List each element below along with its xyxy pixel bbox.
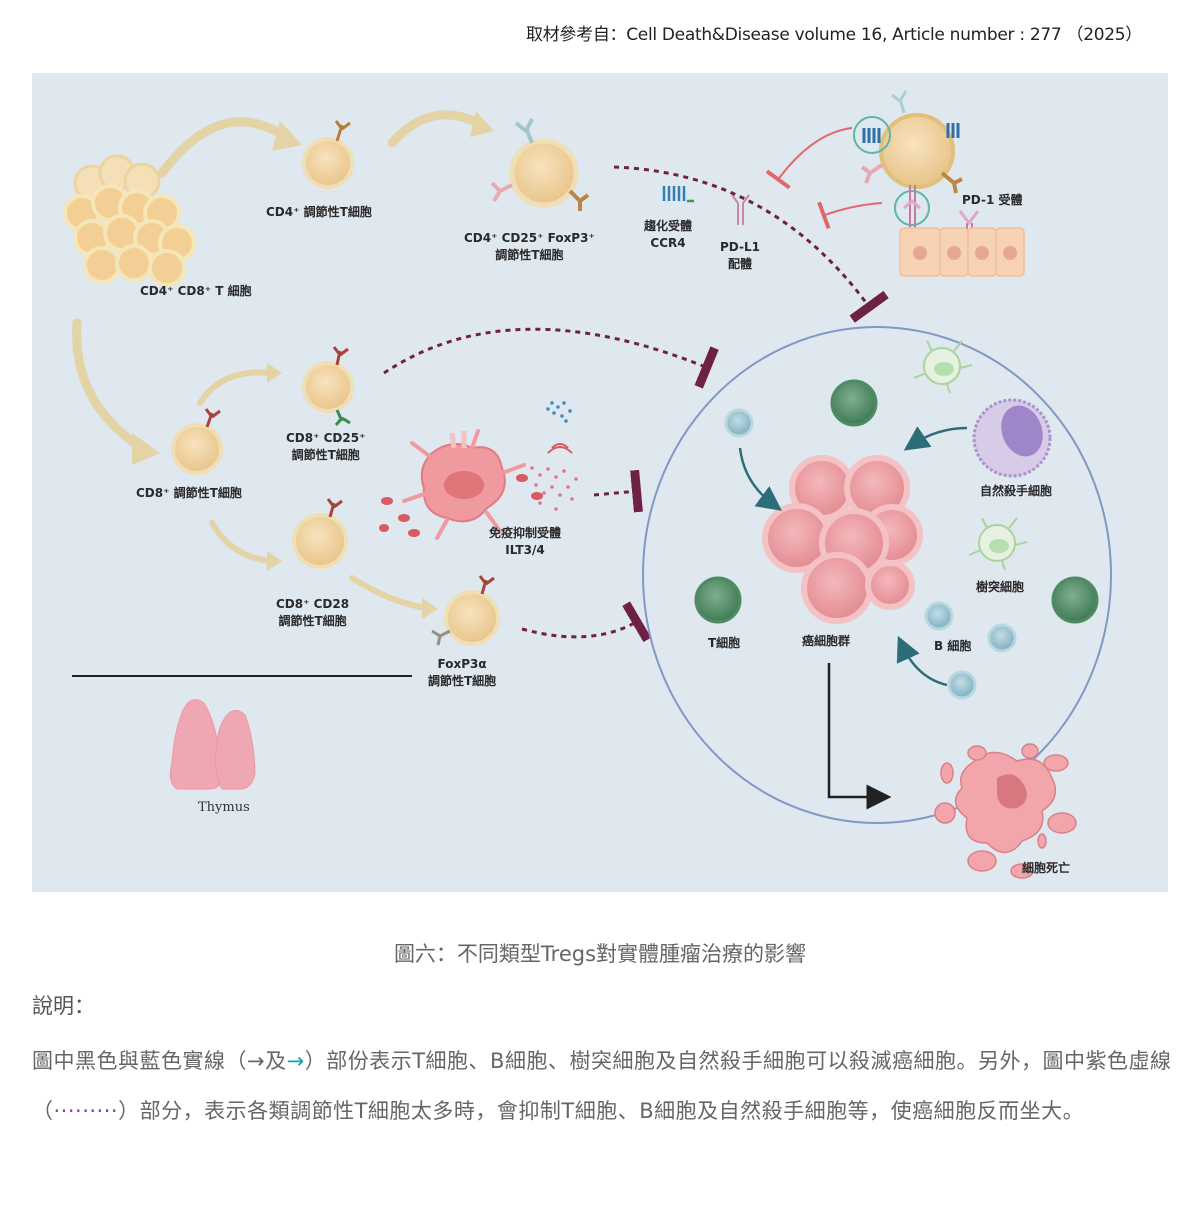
label-foxp3a: FoxP3α 調節性T細胞	[428, 656, 496, 690]
label-pdl1-line1: PD-L1	[720, 240, 760, 254]
teal-attack-arrows	[738, 426, 968, 687]
explanation-text-a: 圖中黑色與藍色實線（→及	[32, 1049, 287, 1073]
label-cd8-cd25: CD8⁺ CD25⁺ 調節性T細胞	[286, 430, 365, 464]
label-t-cell: T細胞	[708, 636, 741, 650]
label-cd8-cd28-line2: 調節性T細胞	[278, 614, 347, 628]
label-cd8-cd25-line1: CD8⁺ CD25⁺	[286, 431, 366, 445]
dashed-inhibition-lines	[383, 165, 889, 643]
t-cell-2	[694, 576, 742, 624]
label-pd1-receptor: PD-1 受體	[962, 193, 1023, 207]
label-foxp3a-line2: 調節性T細胞	[428, 674, 497, 688]
cd8-cd25-treg-cell	[302, 346, 354, 426]
immune-cells	[694, 340, 1099, 700]
flow-arrows	[72, 110, 494, 619]
dendritic-cell-1	[913, 340, 973, 394]
label-cd8-treg: CD8⁺ 調節性T細胞	[136, 486, 242, 500]
red-inhibition-line-2	[817, 201, 883, 230]
flow-arrow-to-cd4-cd25	[387, 110, 487, 148]
dashed-line-cd8-cd25	[383, 327, 719, 389]
label-pdl1: PD-L1 配體	[720, 239, 760, 273]
label-ilt-line2: ILT3/4	[505, 543, 545, 557]
b-cell-3	[987, 623, 1017, 653]
cd8-cd28-treg-cell	[292, 498, 348, 569]
label-nk-cell: 自然殺手細胞	[980, 484, 1053, 498]
label-cd8-cd25-line2: 調節性T細胞	[291, 448, 360, 462]
flow-arrow-to-cd4	[157, 117, 292, 178]
diagram-panel: CD4⁺ CD8⁺ T 細胞 CD4⁺ 調節性T細胞 CD4⁺ CD25⁺ Fo…	[32, 73, 1168, 892]
dashed-line-ilt	[593, 469, 643, 513]
tumor-microenvironment-ring	[642, 326, 1112, 824]
pd1-treg-cell	[853, 90, 980, 251]
label-pdl1-line2: 配體	[727, 257, 752, 271]
t-cell-1	[830, 379, 878, 427]
explanation-text-c: ）部分，表示各類調節性T細胞太多時，會抑制T細胞、B細胞及自然殺手細胞等，使癌細…	[118, 1099, 1085, 1123]
diagram-svg	[63, 90, 1112, 879]
ccr4-receptor-icon	[662, 186, 694, 203]
label-ccr4-line2: CCR4	[650, 236, 686, 250]
label-thymus: Thymus	[198, 800, 250, 815]
b-cell-1	[724, 408, 754, 438]
cytokine-dots	[530, 401, 578, 511]
b-cell-4	[947, 670, 977, 700]
label-ccr4-line1: 趨化受體	[644, 219, 693, 233]
purple-dotted-symbol: ·········	[53, 1099, 119, 1123]
label-cancer-cluster: 癌細胞群	[802, 634, 851, 648]
flow-arrow-to-cd8-cd25	[197, 369, 275, 406]
teal-arrow-symbol: →	[286, 1049, 305, 1073]
source-citation: 取材參考自：Cell Death&Disease volume 16, Arti…	[526, 25, 1142, 45]
label-cd4-treg: CD4⁺ 調節性T細胞	[266, 205, 372, 219]
tumor-epithelium	[899, 227, 1025, 277]
label-ilt-line1: 免疫抑制受體	[489, 526, 562, 540]
ilt-molecules	[379, 443, 573, 537]
red-inhibition-line-1	[765, 127, 853, 190]
dashed-line-cd4-cd25	[613, 165, 889, 323]
explanation-text-b: ）部份表示T細胞、B細胞、樹突細胞及自然殺手細胞可以殺滅癌細胞。另外，圖中紫色虛…	[32, 1049, 1172, 1123]
b-cell-2	[924, 601, 954, 631]
thymus-organ	[169, 699, 256, 790]
nk-attack-arrow	[903, 426, 968, 451]
label-cd4-cd25-foxp3: CD4⁺ CD25⁺ FoxP3⁺ 調節性T細胞	[464, 230, 595, 264]
label-dendritic-cell: 樹突細胞	[976, 580, 1025, 594]
cd4-cd8-t-cell-cluster	[63, 154, 196, 287]
cell-death-arrow	[827, 663, 892, 810]
label-foxp3a-line1: FoxP3α	[437, 657, 487, 671]
cd4-cd25-foxp3-treg-cell	[490, 118, 590, 211]
label-cell-death: 細胞死亡	[1022, 861, 1071, 875]
dendritic-cell-2	[968, 517, 1028, 571]
cd8-treg-cell	[171, 408, 223, 475]
label-cd4-cd8-t-cell: CD4⁺ CD8⁺ T 細胞	[140, 284, 252, 298]
pdl1-ligand-icon	[731, 194, 750, 225]
t-cell-attack-arrow	[738, 447, 783, 511]
flow-arrow-to-foxp3a	[349, 575, 430, 611]
t-cell-3	[1051, 576, 1099, 624]
foxp3a-treg-cell	[431, 575, 500, 646]
dead-cell	[934, 743, 1077, 879]
flow-arrow-to-cd8-cd28	[209, 520, 275, 564]
cancer-cell-cluster	[762, 455, 923, 624]
b-cell-attack-arrow	[896, 635, 948, 687]
cd4-treg-cell	[302, 120, 354, 189]
nk-cell	[972, 398, 1052, 478]
explanation-title: 說明：	[32, 994, 95, 1018]
pink-dendritic-cell	[402, 429, 526, 540]
label-ilt: 免疫抑制受體 ILT3/4	[489, 525, 561, 559]
label-cd4-cd25-foxp3-line2: 調節性T細胞	[495, 248, 564, 262]
dashed-line-foxp3a	[521, 601, 652, 643]
label-cd8-cd28-line1: CD8⁺ CD28	[276, 597, 350, 611]
label-cd4-cd25-foxp3-line1: CD4⁺ CD25⁺ FoxP3⁺	[464, 231, 595, 245]
flow-arrow-to-cd8	[72, 318, 147, 453]
figure-caption: 圖六：不同類型Tregs對實體腫瘤治療的影響	[393, 942, 807, 966]
label-cd8-cd28: CD8⁺ CD28 調節性T細胞	[276, 596, 349, 630]
label-b-cell: B 細胞	[934, 639, 972, 653]
explanation-paragraph: 圖中黑色與藍色實線（→及→）部份表示T細胞、B細胞、樹突細胞及自然殺手細胞可以殺…	[32, 1036, 1172, 1136]
label-ccr4: 趨化受體 CCR4	[644, 218, 692, 252]
